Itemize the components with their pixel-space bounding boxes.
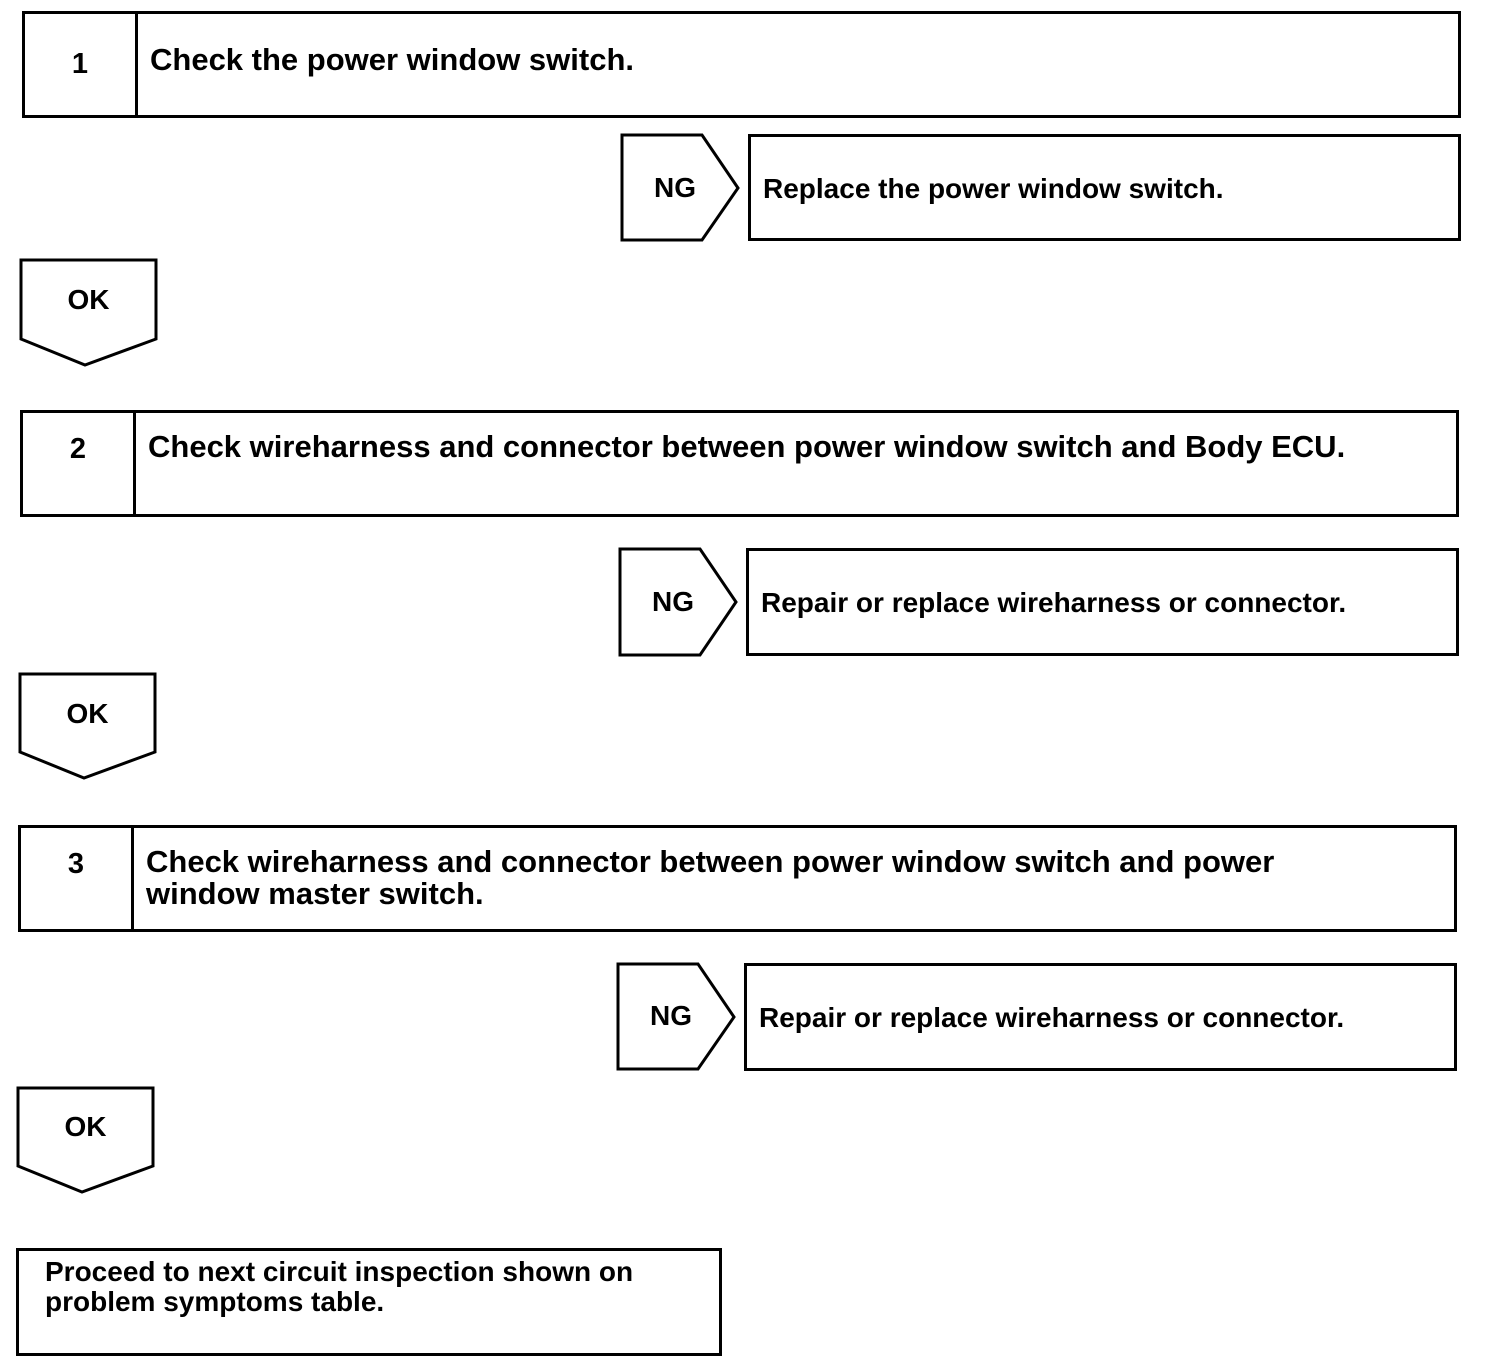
ok-arrow-3	[16, 1086, 155, 1194]
step-box-1: 1 Check the power window switch.	[22, 11, 1461, 118]
ng-label: NG	[652, 586, 694, 617]
step-number: 1	[25, 14, 138, 115]
ng-action-box: Repair or replace wireharness or connect…	[744, 963, 1457, 1071]
ng-label: NG	[650, 1000, 692, 1031]
step-box-2: 2 Check wireharness and connector betwee…	[20, 410, 1459, 517]
step-text: Check wireharness and connector between …	[146, 844, 1275, 911]
final-action-box: Proceed to next circuit inspection shown…	[16, 1248, 722, 1356]
ok-arrow-2	[18, 672, 157, 780]
step-text: Check the power window switch.	[150, 42, 635, 77]
ng-arrow-3	[616, 962, 736, 1071]
step-number: 2	[23, 413, 136, 514]
ok-label: OK	[64, 1111, 107, 1142]
ng-arrow-1	[620, 133, 740, 242]
step-text: Check wireharness and connector between …	[148, 429, 1346, 464]
ok-arrow-1	[19, 258, 158, 367]
ng-arrow-2	[618, 547, 738, 657]
ng-action-box: Repair or replace wireharness or connect…	[746, 548, 1459, 656]
step-number: 3	[21, 828, 134, 929]
ok-label: OK	[66, 698, 109, 729]
ng-label: NG	[654, 172, 696, 203]
ok-label: OK	[67, 284, 110, 315]
ng-action-box: Replace the power window switch.	[748, 134, 1461, 241]
step-box-3: 3 Check wireharness and connector betwee…	[18, 825, 1457, 932]
